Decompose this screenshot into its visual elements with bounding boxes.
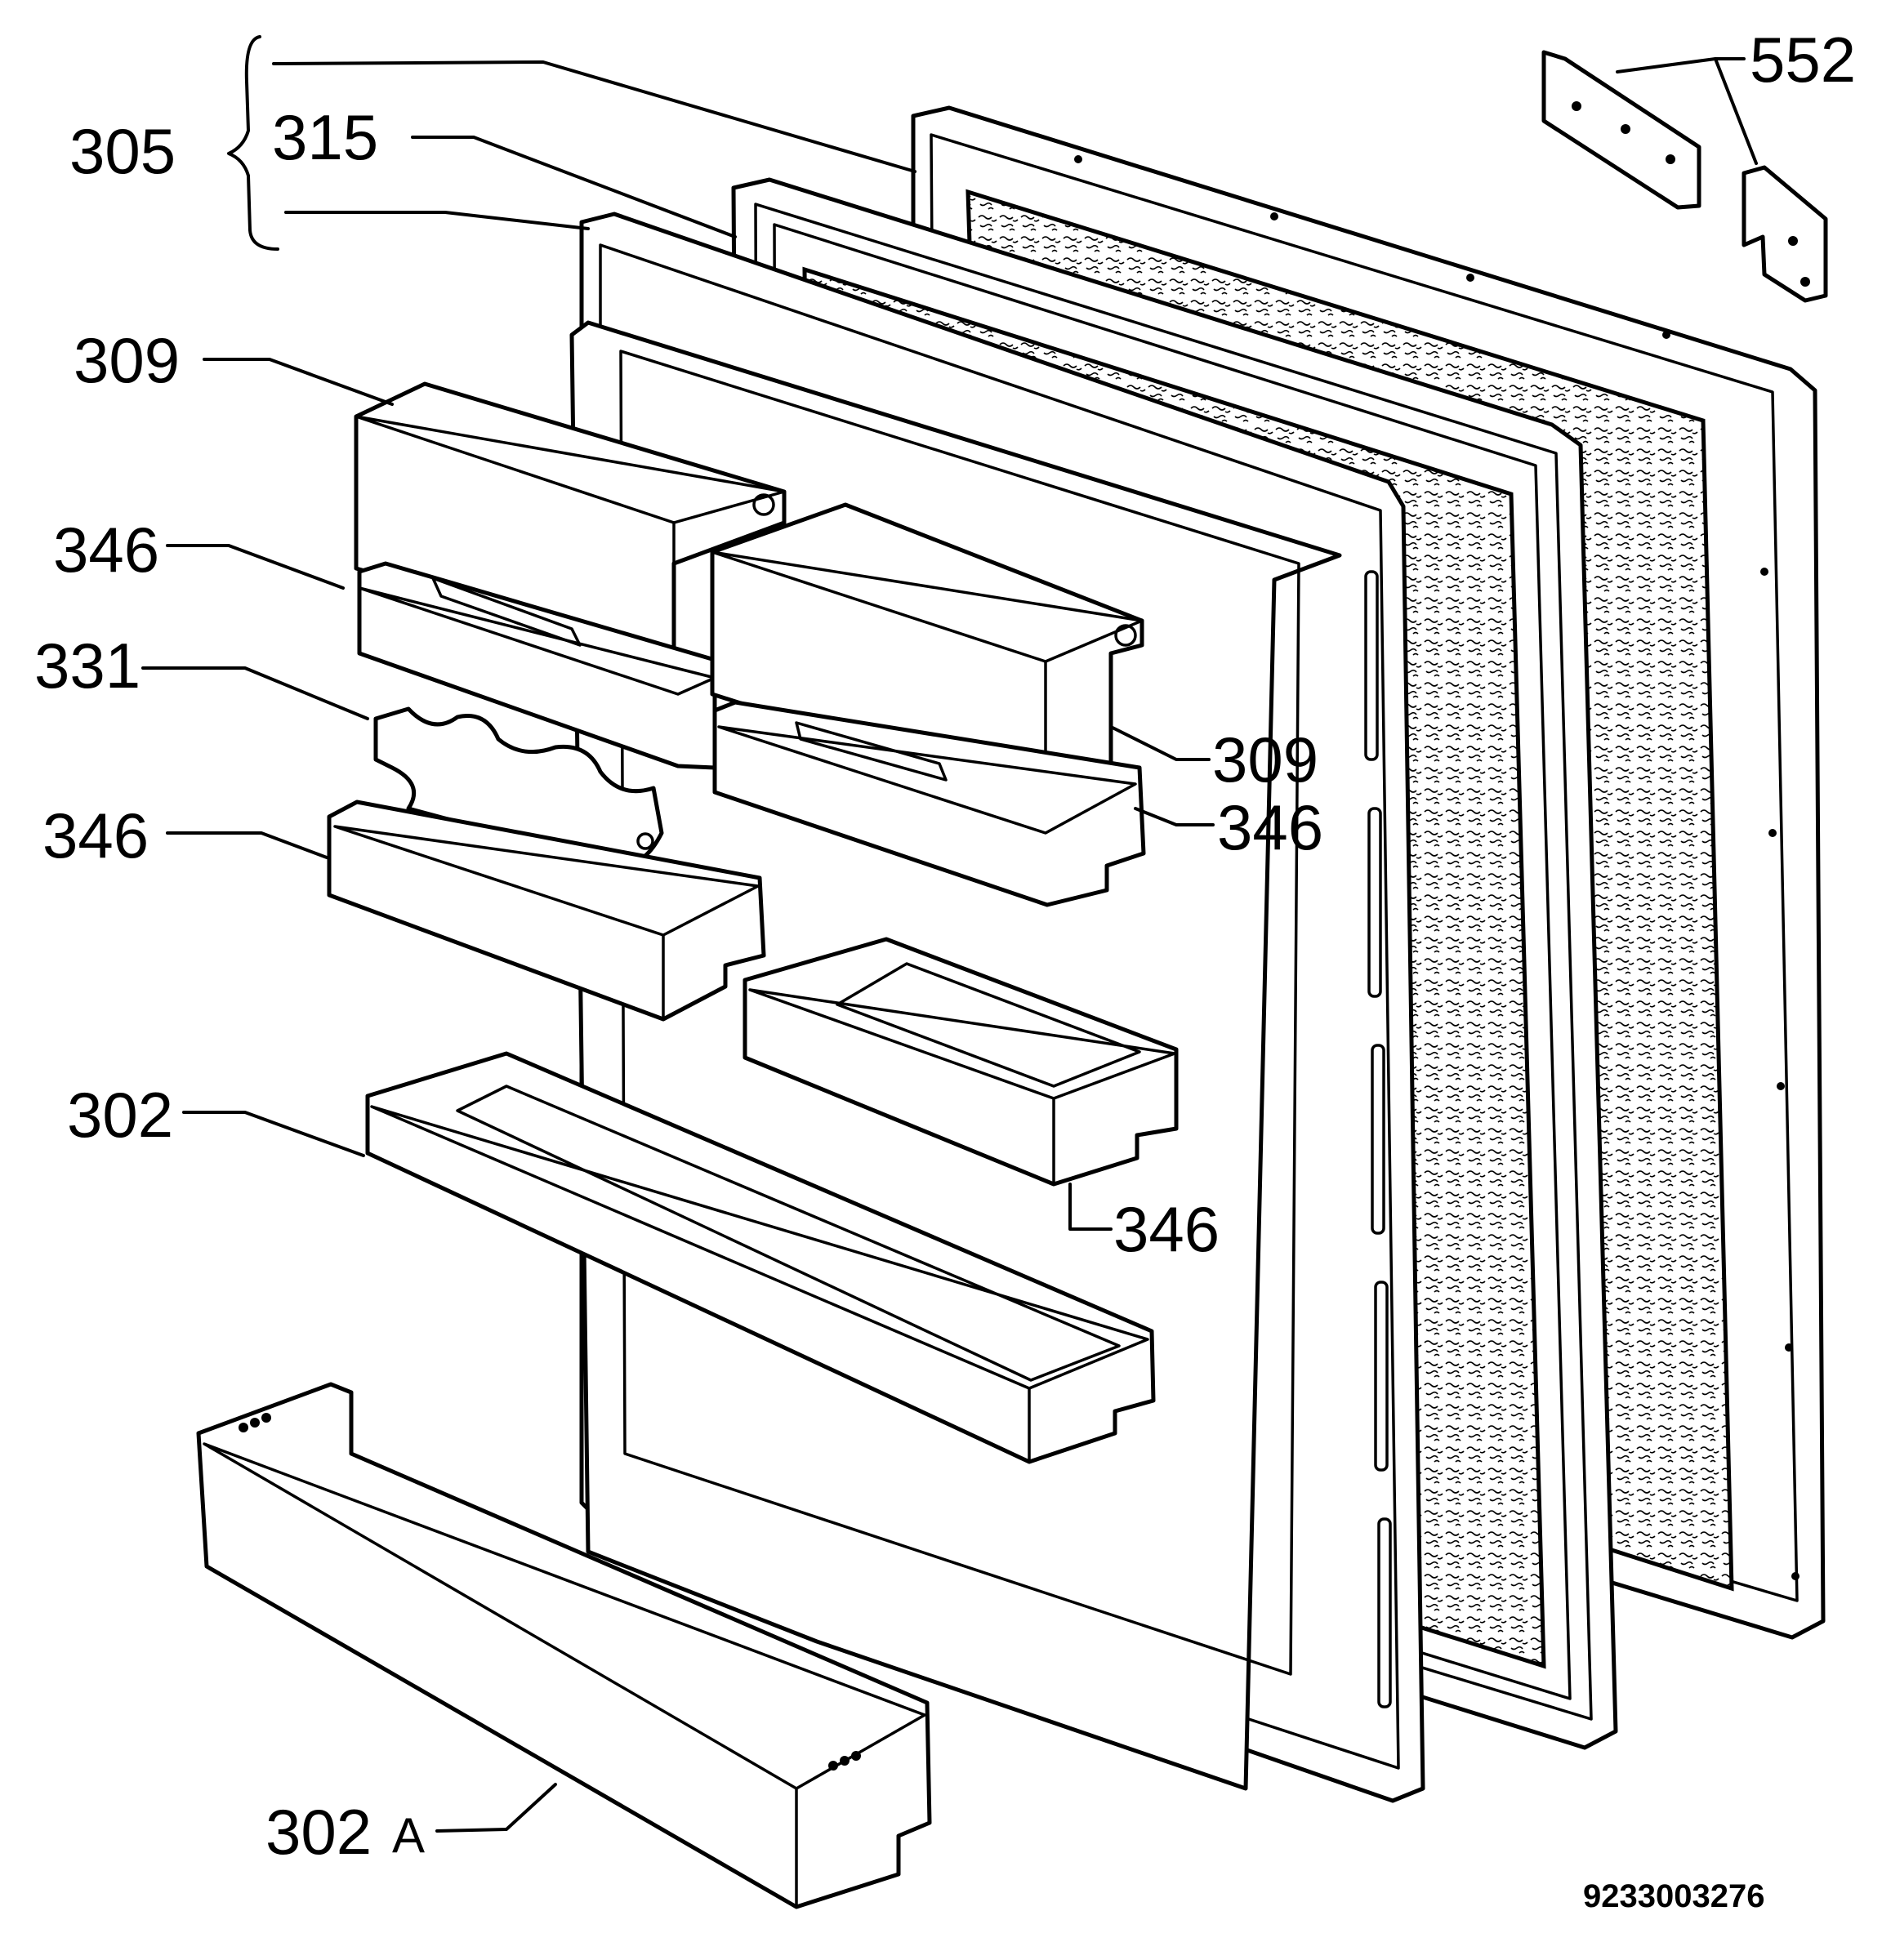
door-shelf-middle-right [743, 937, 1179, 1187]
label-346-middle-left: 346 [42, 800, 149, 871]
label-305: 305 [69, 115, 176, 187]
door-shelf-middle-left [327, 800, 766, 1022]
door-shelf-long [365, 1051, 1156, 1464]
label-346-middle-right: 346 [1113, 1193, 1220, 1265]
label-302a: 302 [265, 1796, 372, 1868]
drawing-code: 9233003276 [1583, 1878, 1764, 1914]
callout-labels: 305 315 552 309 346 331 346 309 346 302 … [34, 24, 1856, 1868]
label-331: 331 [34, 630, 140, 702]
panel-screw-dots [1074, 155, 1799, 1580]
door-shelf-bottom [196, 1382, 932, 1909]
label-552: 552 [1750, 24, 1856, 96]
leader-lines [141, 35, 1758, 1833]
label-309-right: 309 [1212, 724, 1318, 795]
door-shelf-upper-right [712, 700, 1146, 907]
label-346-upper-right: 346 [1217, 791, 1323, 863]
label-302: 302 [67, 1079, 173, 1151]
label-302a-suffix: A [392, 1808, 425, 1863]
label-346-upper-left: 346 [53, 514, 159, 586]
label-309-left: 309 [74, 324, 180, 396]
label-315: 315 [272, 101, 378, 173]
hinge-bracket-lower [1742, 165, 1828, 303]
liner-slots [1364, 570, 1392, 1708]
hinge-bracket-upper [1541, 50, 1701, 210]
